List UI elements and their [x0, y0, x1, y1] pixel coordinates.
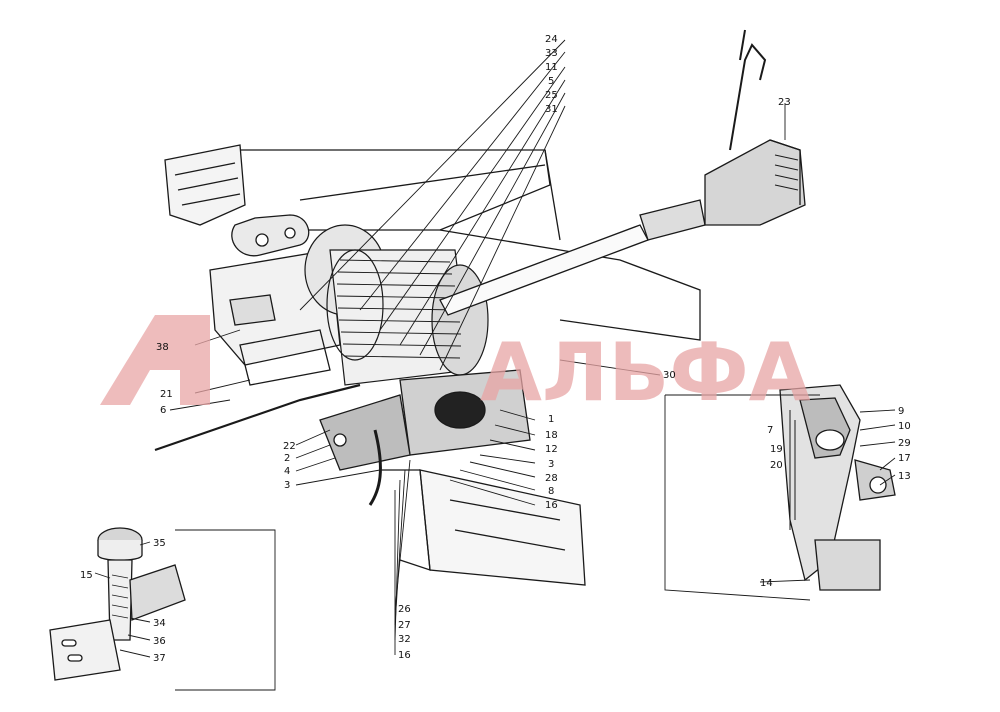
callout-31: 31: [545, 104, 558, 115]
watermark-text: АЛЬФА: [480, 326, 811, 419]
callout-7: 7: [767, 425, 773, 436]
callout-32: 32: [398, 634, 411, 645]
control-cable: [154, 383, 382, 506]
lock-pin-detail-inset: [49, 527, 186, 681]
callout-10: 10: [898, 421, 911, 432]
callout-22: 22: [283, 441, 296, 452]
callout-8: 8: [548, 486, 554, 497]
bumper-frame: [164, 144, 701, 586]
callout-3: 3: [284, 480, 290, 491]
winch-drum: [304, 224, 489, 386]
callout-18: 18: [545, 430, 558, 441]
watermark-logo-icon: [100, 315, 210, 405]
callout-13: 13: [898, 471, 911, 482]
brake-detail-inset: [779, 384, 896, 591]
callout-27: 27: [398, 620, 411, 631]
callout-35: 35: [153, 538, 166, 549]
callout-9: 9: [898, 406, 904, 417]
power-take-off: [704, 29, 806, 226]
callout-12: 12: [545, 444, 558, 455]
leader-lines: [94, 39, 896, 691]
callout-16: 16: [545, 500, 558, 511]
callout-25: 25: [545, 90, 558, 101]
callout-1: 1: [548, 414, 554, 425]
callout-17: 17: [898, 453, 911, 464]
callout-11: 11: [545, 62, 558, 73]
callout-20: 20: [770, 460, 783, 471]
callout-21: 21: [160, 389, 173, 400]
callout-3b: 3: [548, 459, 554, 470]
gearbox-housing: [319, 369, 531, 471]
watermark: АЛЬФА: [100, 315, 811, 419]
callout-30: 30: [663, 370, 676, 381]
callout-labels: 24 33 11 5 25 31 23 38 21 6 22 2 4 3 30 …: [80, 34, 911, 664]
callout-2: 2: [284, 453, 290, 464]
callout-26: 26: [398, 604, 411, 615]
callout-28: 28: [545, 473, 558, 484]
hook: [231, 214, 310, 257]
callout-33: 33: [545, 48, 558, 59]
callout-14: 14: [760, 578, 773, 589]
callout-16b: 16: [398, 650, 411, 661]
callout-36: 36: [153, 636, 166, 647]
callout-19: 19: [770, 444, 783, 455]
callout-38: 38: [156, 342, 169, 353]
callout-23: 23: [778, 97, 791, 108]
callout-5: 5: [548, 76, 554, 87]
callout-34: 34: [153, 618, 166, 629]
callout-37: 37: [153, 653, 166, 664]
callout-24: 24: [545, 34, 558, 45]
callout-4: 4: [284, 466, 290, 477]
callout-29: 29: [898, 438, 911, 449]
callout-6: 6: [160, 405, 166, 416]
callout-15: 15: [80, 570, 93, 581]
